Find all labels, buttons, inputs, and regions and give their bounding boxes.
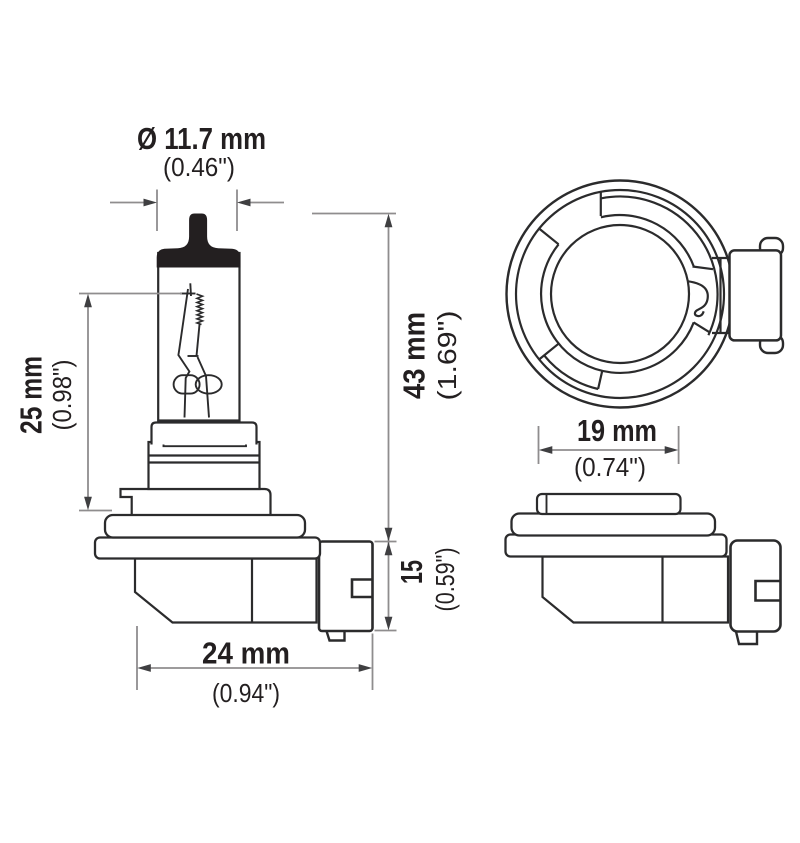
front-step-bottom xyxy=(597,370,604,390)
dim-base-arrow-right xyxy=(358,664,373,672)
dim-diameter xyxy=(110,189,284,231)
front-view xyxy=(505,179,785,409)
dim-diameter-arrow-left xyxy=(143,198,157,207)
dim-collar-arrow-right xyxy=(664,446,679,454)
filament-coil xyxy=(194,293,205,326)
dim-glass-arrow-top xyxy=(84,293,92,308)
bsv-body xyxy=(541,555,730,624)
front-major-arc-right xyxy=(601,195,719,336)
dim-connector-arrow-bottom xyxy=(384,616,393,631)
front-major-arc-bottom xyxy=(543,354,599,391)
label-base-inches: (0.94") xyxy=(212,678,280,708)
front-step-top-right xyxy=(692,265,714,271)
dim-connector-arrow-top xyxy=(384,541,393,556)
front-neck xyxy=(712,256,730,335)
front-ring-arc-b xyxy=(540,243,695,375)
label-diameter-value: Ø 11.7 mm xyxy=(137,121,266,156)
side-flange xyxy=(93,536,322,560)
side-band-keyed xyxy=(119,487,272,520)
front-inner-circle xyxy=(549,223,691,365)
front-rim-circle xyxy=(514,188,726,400)
dim-overall-arrow-bottom xyxy=(384,527,393,542)
label-glass-inches: (0.98") xyxy=(47,360,77,431)
label-base-value: 24 mm xyxy=(202,636,290,671)
side-connector xyxy=(317,540,374,633)
dim-connector-height xyxy=(374,540,397,632)
dim-diameter-arrow-right xyxy=(237,198,251,207)
front-step-left-upper xyxy=(538,227,560,246)
black-tip xyxy=(156,213,241,268)
bsv-connector-notch xyxy=(754,579,781,602)
dimensions xyxy=(79,189,680,690)
dim-glass-arrow-bottom xyxy=(84,496,92,511)
dim-overall-arrow-top xyxy=(384,213,393,228)
front-connector xyxy=(728,249,783,342)
label-glass-value: 25 mm xyxy=(14,356,49,434)
side-body xyxy=(133,557,318,624)
label-diameter-inches: (0.46") xyxy=(163,152,235,182)
filament-whisker xyxy=(189,283,192,297)
side-connector-notch xyxy=(350,578,373,599)
label-collar-value: 19 mm xyxy=(577,413,657,448)
side-connector-tab xyxy=(325,630,346,642)
filament xyxy=(172,283,223,418)
filament-left-bubble xyxy=(172,374,201,395)
front-step-hook-lower xyxy=(693,321,711,334)
label-overall-value: 43 mm xyxy=(397,312,432,399)
bsv-collar xyxy=(535,492,682,516)
side-collar-body xyxy=(147,440,261,491)
labels: Ø 11.7 mm (0.46") 25 mm (0.98") 43 mm (1… xyxy=(14,121,658,708)
side-collar-top xyxy=(150,421,258,445)
dim-base-width xyxy=(136,626,374,690)
label-connector-value: 15 xyxy=(394,560,429,584)
side-band-upper xyxy=(103,513,307,539)
front-ring-arc-a xyxy=(600,213,696,268)
dim-glass-length xyxy=(79,292,182,512)
filament-right-bubble xyxy=(194,374,223,395)
bsv-flange xyxy=(504,533,728,558)
bsv-connector-tab xyxy=(734,631,759,646)
label-connector-inches: (0.59") xyxy=(430,548,460,612)
dim-base-arrow-left xyxy=(137,664,151,672)
front-hook-stub xyxy=(687,280,700,286)
front-hook xyxy=(693,283,709,318)
dim-overall-length xyxy=(312,212,396,556)
filament-left-wire xyxy=(177,288,191,418)
base-side-view xyxy=(504,492,782,646)
front-step-left-lower xyxy=(538,342,560,361)
label-collar-inches: (0.74") xyxy=(574,452,646,482)
dim-collar-arrow-left xyxy=(538,446,553,454)
filament-coil-lead xyxy=(195,324,201,357)
label-overall-inches: (1.69") xyxy=(432,311,462,401)
bsv-band-upper xyxy=(510,512,717,537)
dim-collar-width xyxy=(537,426,680,464)
side-view xyxy=(93,213,374,642)
